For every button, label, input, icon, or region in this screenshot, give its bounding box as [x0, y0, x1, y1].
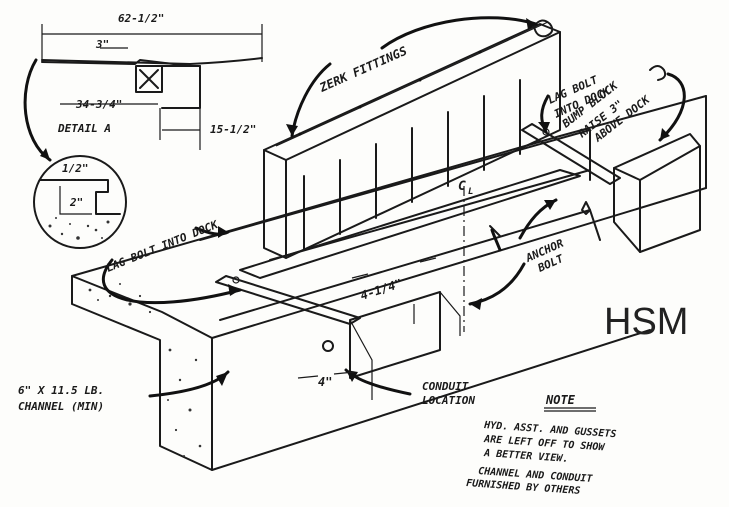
frame-left-post [263, 149, 287, 259]
circle-dim-top: 1/2" [62, 162, 89, 175]
dim-right-label: 15-1/2" [210, 123, 256, 136]
label-channel-1: 6" X 11.5 LB. [18, 384, 104, 397]
slab-texture [88, 283, 202, 457]
dim-4in-left [297, 375, 319, 379]
bump-arrow [658, 72, 686, 142]
channel-arrow [148, 370, 230, 398]
label-four-in: 4" [318, 375, 332, 389]
bump-block [613, 133, 701, 253]
conduit-hole [322, 340, 334, 352]
dock-assembly [71, 19, 707, 471]
dim-pit-left [351, 273, 369, 279]
dim-lip-label: 3" [95, 38, 109, 51]
arrowhead [40, 148, 50, 160]
circle-profile-inner [59, 186, 92, 215]
pit-wall [161, 65, 201, 109]
label-centerline: C [458, 179, 466, 194]
circle-profile [39, 179, 121, 215]
conduit-box-back [439, 291, 461, 336]
slab-front-edge [211, 187, 707, 339]
right-strap [521, 123, 621, 185]
label-lag-bolt-left: LAG BOLT INTO DOCK [104, 218, 221, 275]
detail-a: 62-1/2" 3" 34-3/4" DETAIL A 15-1/2" [23, 12, 263, 162]
label-centerline-sub: L [468, 187, 473, 197]
zerk-fitting [533, 19, 554, 38]
detail-caption: DETAIL A [57, 122, 111, 135]
conduit-box [349, 291, 441, 379]
label-pit-dim: 4-1/4" [359, 276, 405, 303]
hinge-x [139, 69, 159, 89]
lag-bolt-left [232, 276, 240, 284]
lower-sill [239, 169, 581, 279]
lip-profile [41, 57, 263, 65]
detail-circle [33, 155, 127, 249]
dim-base-label: 34-3/4" [75, 98, 122, 111]
anchor-arrow-down [468, 262, 526, 306]
detail-pointer-arrow [23, 58, 52, 162]
bump-block-top [639, 145, 701, 181]
drawing-code: HSM [604, 301, 688, 343]
dim-4in-right [333, 371, 355, 375]
hinge-bracket [135, 65, 163, 93]
note-line-a3: A BETTER VIEW. [483, 448, 569, 465]
concrete-texture [48, 217, 110, 240]
note-block: NOTE HYD. ASST. AND GUSSETS ARE LEFT OFF… [466, 393, 617, 497]
label-conduit-2: LOCATION [422, 394, 475, 407]
frame-lower-rail [285, 31, 561, 259]
slab-front-face [71, 275, 213, 471]
label-channel-2: CHANNEL (MIN) [18, 400, 104, 413]
conduit-box-side [349, 319, 373, 400]
frame-ribs [303, 79, 521, 251]
lag-arrow-left [101, 258, 242, 305]
pit-back-edge [199, 129, 591, 241]
circle-dim-mid: 2" [69, 196, 83, 209]
hinge-pin [275, 21, 549, 147]
zerk-dots [298, 50, 482, 136]
anchor-bolt-icon [581, 201, 591, 215]
circle-detail: 1/2" 2" [33, 155, 127, 249]
bump-knot [649, 65, 667, 81]
dim-pit-right [419, 257, 437, 263]
slab-bottom-edge [211, 329, 651, 471]
anchor-bolt-icon [489, 225, 501, 237]
note-heading: NOTE [545, 393, 576, 407]
zerk-arrow-left [290, 62, 332, 138]
label-conduit-1: CONDUIT [422, 380, 469, 393]
dim-overall-label: 62-1/2" [118, 12, 164, 25]
zerk-arrow-right [380, 16, 538, 50]
label-zerk-fittings: ZERK FITTINGS [317, 44, 409, 95]
callout-arrows [101, 16, 686, 398]
anchor-arrow-mid [490, 228, 502, 252]
